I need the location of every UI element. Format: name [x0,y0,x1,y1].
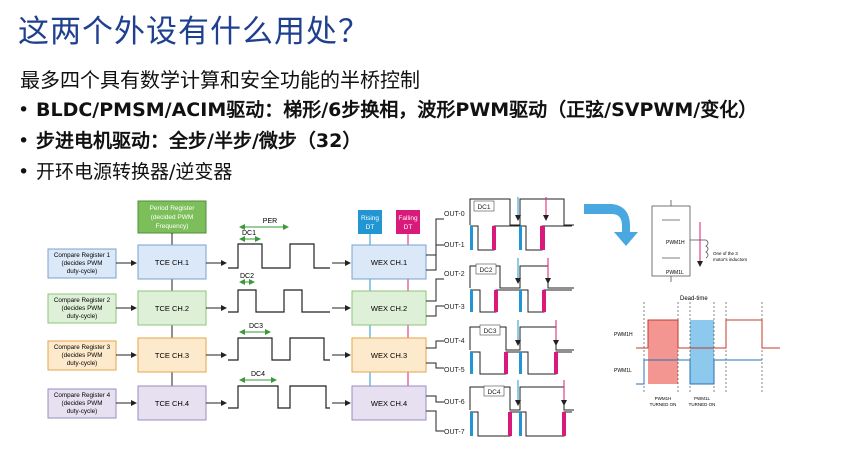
output-label: OUT-4 [444,338,465,345]
output-label: OUT-6 [444,399,465,406]
pwm-waveform-2 [228,289,330,313]
falling-dt-label: DT [404,224,413,231]
period-register-line1: Period Register [150,205,196,212]
compare-register-label: duty-cycle) [67,313,97,320]
compare-register-label: duty-cycle) [67,408,97,415]
dc-label: DC2 [240,273,254,280]
per-label: PER [263,218,277,225]
wex-channel-4: WEX CH.4 [351,385,427,421]
compare-register-label: Compare Register 1 [54,252,111,259]
pwm-waveform-3 [228,337,330,361]
output-label: OUT-2 [444,271,465,278]
output-label: OUT-5 [444,367,465,374]
falling-dt-label: Falling [398,215,418,222]
page-subtitle: 最多四个具有数学计算和安全功能的半桥控制 [20,68,420,92]
wex-channel-1: WEX CH.1 [351,244,427,280]
bridge-pwm-h: PWM1H [666,240,685,246]
wex-label: WEX CH.1 [371,258,407,267]
turned-on-l: PWM1L [694,396,711,401]
period-register-line3: Frequency) [156,223,189,230]
compare-register-label: (decides PWM [62,305,103,312]
compare-register-4: Compare Register 4 (decides PWM duty-cyc… [47,388,117,419]
compare-register-label: duty-cycle) [67,268,97,275]
dc-label: DC4 [251,371,265,378]
out-dc-label: DC4 [487,389,500,396]
wex-label: WEX CH.4 [371,399,407,408]
compare-register-label: duty-cycle) [67,360,97,367]
deadtime-pwm-l: PWM1L [614,368,632,374]
dc-label: DC3 [249,323,263,330]
tce-channel-3: TCE CH.3 [137,337,207,373]
deadtime-label: Dead-time [680,296,708,302]
wex-label: WEX CH.2 [371,304,407,313]
flow-arrow-icon [584,204,638,246]
output-label: OUT-1 [444,242,465,249]
page-title: 这两个外设有什么用处？ [18,14,370,50]
rising-dt-label: Rising [361,215,379,222]
bullet-text: BLDC/PMSM/ACIM驱动：梯形/6步换相，波形PWM驱动（正弦/SVPW… [36,99,758,121]
pwm-block-diagram: Period Register (decided PWM Frequency) … [47,197,780,437]
bridge-note: One of the 3 [713,251,738,256]
tce-channel-1: TCE CH.1 [137,244,207,280]
turned-on-h2: TURNED ON [650,402,677,407]
bullet-dot-icon: • [18,130,30,152]
bullet-dot-icon: • [18,161,30,183]
period-register-line2: (decided PWM [151,214,194,221]
dc-label: DC1 [242,230,256,237]
compare-register-3: Compare Register 3 (decides PWM duty-cyc… [47,340,117,371]
deadtime-pwm-h: PWM1H [614,332,633,338]
out-dc-label: DC1 [477,204,490,211]
compare-register-2: Compare Register 2 (decides PWM duty-cyc… [47,293,117,324]
bullet-item: • 步进电机驱动：全步/半步/微步（32） [18,126,757,157]
out-dc-label: DC2 [479,267,492,274]
wex-channel-2: WEX CH.2 [351,290,427,326]
turned-on-l2: TURNED ON [689,402,716,407]
wex-channel-3: WEX CH.3 [351,337,427,373]
rising-dt-box: Rising DT [358,210,382,234]
compare-register-label: (decides PWM [62,400,103,407]
deadtime-diagram: Dead-time PWM1H PWM1L PWM1H TURNED ON PW… [614,296,780,407]
bridge-pwm-l: PWM1L [666,270,684,276]
falling-dt-box: Falling DT [396,210,420,234]
pwm-waveform-4 [228,385,330,409]
half-bridge-schematic [651,200,709,282]
output-label: OUT-0 [444,211,465,218]
tce-channel-2: TCE CH.2 [137,290,207,326]
tce-label: TCE CH.4 [155,399,189,408]
bullet-item: • BLDC/PMSM/ACIM驱动：梯形/6步换相，波形PWM驱动（正弦/SVP… [18,95,757,126]
compare-register-label: Compare Register 2 [54,297,111,304]
bridge-note: motor's inductors [713,257,748,262]
compare-register-label: Compare Register 3 [54,344,111,351]
compare-register-label: (decides PWM [62,352,103,359]
tce-label: TCE CH.2 [155,304,189,313]
pwm-waveform-1 [228,243,330,269]
deadtime-pulses [470,226,566,436]
bullet-text: 开环电源转换器/逆变器 [36,161,233,183]
tce-label: TCE CH.1 [155,258,189,267]
tce-channel-4: TCE CH.4 [137,385,207,421]
bullet-text: 步进电机驱动：全步/半步/微步（32） [36,130,362,152]
wex-label: WEX CH.3 [371,351,407,360]
period-register-box: Period Register (decided PWM Frequency) [137,200,207,234]
compare-register-label: Compare Register 4 [54,392,111,399]
compare-register-label: (decides PWM [62,260,103,267]
output-label: OUT-7 [444,429,465,436]
output-label: OUT-3 [444,304,465,311]
bullet-list: • BLDC/PMSM/ACIM驱动：梯形/6步换相，波形PWM驱动（正弦/SVP… [18,95,757,188]
compare-register-1: Compare Register 1 (decides PWM duty-cyc… [47,248,117,279]
turned-on-h: PWM1H [655,396,672,401]
rising-dt-label: DT [366,224,375,231]
out-dc-label: DC3 [483,328,496,335]
tce-label: TCE CH.3 [155,351,189,360]
bullet-dot-icon: • [18,99,30,121]
bullet-item: • 开环电源转换器/逆变器 [18,157,757,188]
